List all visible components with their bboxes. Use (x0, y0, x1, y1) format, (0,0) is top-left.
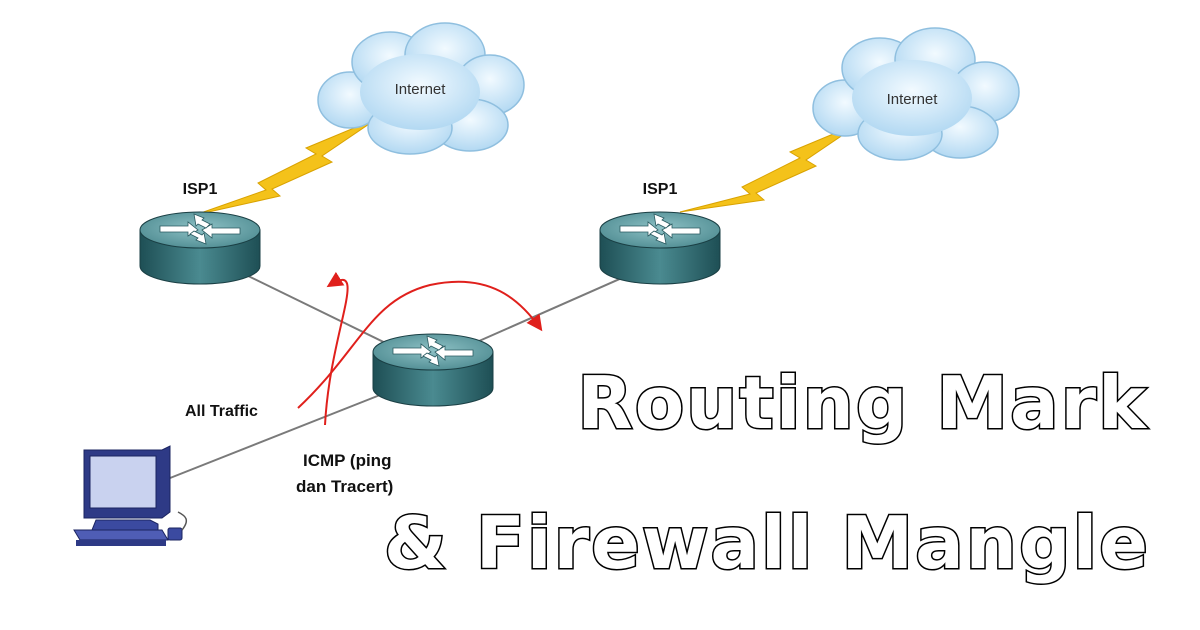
cloud-left-label: Internet (395, 81, 447, 98)
router-isp1-right-label: ISP1 (643, 181, 678, 198)
cloud-right: Internet (812, 27, 1020, 161)
flow-arrow-icmp (324, 271, 349, 426)
title-line1: Routing Mark (577, 361, 1148, 445)
cloud-right-label: Internet (887, 91, 939, 108)
link-isp1-left-to-core (239, 271, 401, 351)
icmp-label-line1: ICMP (ping (303, 451, 391, 470)
lightning-left (194, 117, 379, 216)
link-core-to-pc (164, 394, 381, 481)
cloud-left: Internet (317, 22, 525, 155)
router-core (372, 333, 494, 407)
icmp-label-line2: dan Tracert) (296, 477, 393, 496)
flow-arrow-all-traffic (297, 280, 543, 409)
title-line2: & Firewall Mangle (384, 501, 1150, 585)
router-isp1-left-label: ISP1 (183, 181, 218, 198)
all-traffic-label: All Traffic (185, 403, 258, 420)
router-isp1-left (139, 211, 261, 285)
pc-icon (73, 445, 188, 546)
lightning-right (679, 121, 863, 213)
link-core-to-isp1-right (469, 269, 641, 346)
network-links (164, 269, 641, 481)
router-isp1-right (599, 211, 721, 285)
